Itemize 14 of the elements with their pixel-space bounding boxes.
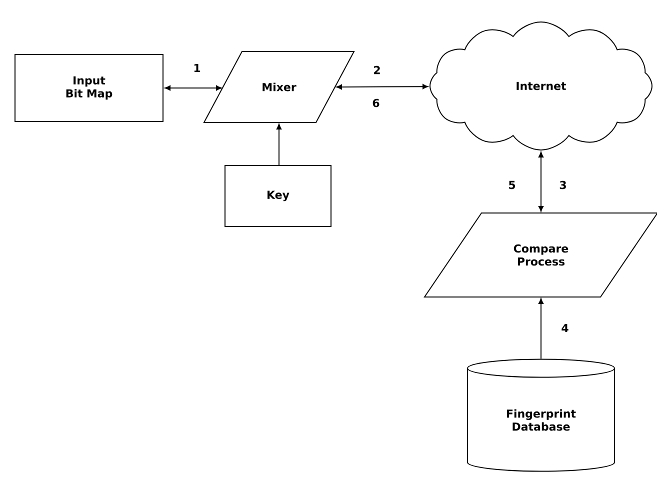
database-cylinder: Fingerprint Database <box>467 358 615 472</box>
number-label: 6 <box>372 98 380 108</box>
edge-label: 3 <box>560 180 566 190</box>
process-box: Input Bit Map <box>14 54 164 122</box>
arrow <box>538 298 544 360</box>
arrow <box>336 84 428 90</box>
arrow <box>538 152 544 212</box>
edge-label: 4 <box>562 324 568 332</box>
number-label: 5 <box>509 180 516 190</box>
edge-label: 1 <box>194 64 200 72</box>
process-box: Key <box>224 165 332 227</box>
edge-label: 2 <box>374 66 380 74</box>
arrow <box>164 85 222 91</box>
arrow <box>276 124 282 166</box>
